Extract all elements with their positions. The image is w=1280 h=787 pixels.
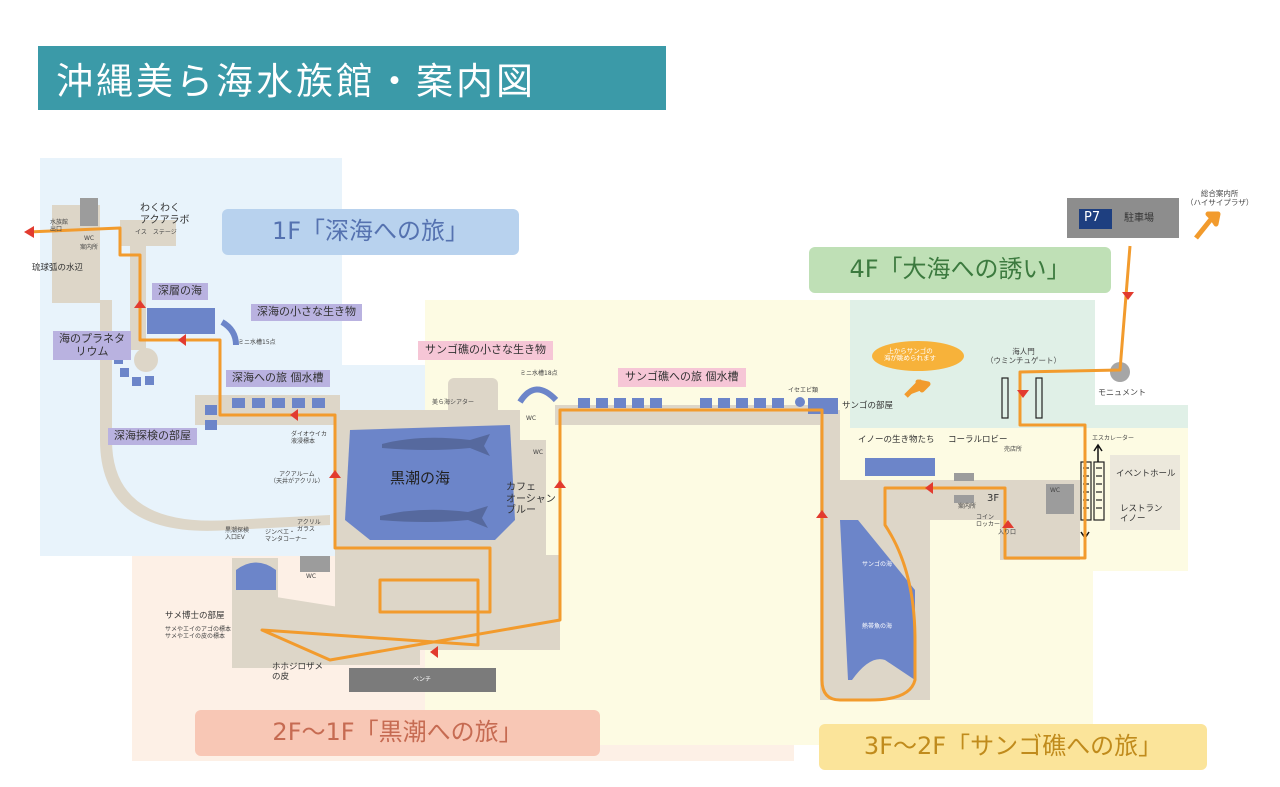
label-theater: 美ら海シアター — [432, 399, 475, 406]
label-event-hall: イベントホール — [1116, 469, 1176, 479]
walkway-theater — [448, 378, 498, 418]
floor-label-4f: 4F「大海への誘い」 — [809, 247, 1111, 293]
walkway-shark-room — [232, 590, 420, 665]
label-daio: ダイオウイカ 液浸標本 — [291, 431, 328, 445]
monument-marker — [1110, 362, 1130, 382]
callout-arrow — [904, 379, 931, 398]
label-tansa: 深海探検の部屋 — [108, 428, 197, 445]
label-hohojiro: ホホジロザメ の皮 — [272, 662, 324, 682]
mini-tank-arc-1f — [220, 319, 239, 346]
label-wakuwaku: わくわく アクアラボ — [140, 203, 190, 226]
label-sango-small: サンゴ礁の小さな生き物 — [418, 341, 553, 360]
label-sango-sea: サンゴの海 — [862, 561, 893, 568]
tour-route — [27, 226, 1132, 702]
parking-badge-bg — [1079, 209, 1112, 229]
label-wc-5: WC — [1050, 487, 1061, 494]
walkway-cafe — [512, 440, 546, 555]
label-umi-gate: 海人門 （ウミンチュゲート） — [986, 347, 1061, 365]
label-parking: 駐車場 — [1124, 213, 1154, 224]
small-tanks — [205, 397, 838, 430]
info-center-arrow — [1194, 211, 1221, 240]
label-nettai-sea: 熱帯魚の海 — [862, 623, 893, 630]
label-shinkai-tank: 深海への旅 個水槽 — [226, 370, 330, 387]
label-mini18: ミニ水槽18点 — [520, 370, 558, 377]
label-escalator: エスカレーター — [1092, 435, 1135, 442]
label-mini15: ミニ水槽15点 — [238, 339, 276, 346]
shinso-tank — [147, 308, 215, 334]
label-baiten: 売店所 — [1004, 446, 1023, 453]
label-wc-4: WC — [533, 449, 544, 456]
zone-4f-strip — [1095, 405, 1188, 428]
label-parking-badge: P7 — [1084, 210, 1101, 225]
label-isoebi: イセエビ類 — [788, 387, 819, 394]
label-floor3: 3F — [987, 493, 1000, 504]
label-bench: ベンチ — [413, 676, 432, 683]
label-same-sub: サメやエイのアゴの標本 サメやエイの皮の標本 — [165, 626, 232, 640]
mini-tank-arc-3f — [517, 386, 559, 404]
route-arrows — [24, 226, 1134, 658]
label-entrance: 入り口 — [998, 529, 1017, 536]
planetarium-dome — [134, 348, 158, 372]
walkway-upper — [130, 240, 146, 350]
label-restaurant: レストラン イノー — [1120, 504, 1163, 524]
walkway-wakuwaku — [120, 220, 176, 246]
label-info-desk: 案内所 — [958, 503, 977, 510]
label-callout: 上からサンゴの 海が眺められます — [884, 347, 936, 363]
label-ino: イノーの生き物たち — [858, 435, 935, 445]
label-cafe: カフェ オーシャン ブルー — [506, 482, 556, 516]
label-ikazu: イス ステージ — [135, 229, 177, 236]
escalator-arrow-up — [1093, 443, 1103, 462]
label-wc-1: WC — [84, 235, 95, 242]
label-shinso: 深層の海 — [152, 283, 208, 300]
label-jinbe: ジンベエ・ マンタコーナー — [265, 529, 308, 543]
label-coin-locker: コイン ロッカー — [976, 514, 1001, 528]
label-shinkai-small: 深海の小さな生き物 — [251, 304, 362, 321]
label-aquaroom: アクアルーム （天井がアクリル） — [270, 471, 324, 485]
label-info-center: 総合案内所 （ハイサイプラザ） — [1186, 189, 1254, 207]
floor-label-1f: 1F「深海への旅」 — [222, 209, 519, 255]
bench — [349, 668, 496, 692]
label-wc-2: WC — [306, 573, 317, 580]
floor-label-2f: 2F～1F「黒潮への旅」 — [195, 710, 600, 756]
ino-tank — [865, 458, 935, 476]
label-ryukyu: 琉球弧の水辺 — [32, 263, 84, 273]
floor-label-3f: 3F～2F「サンゴ礁への旅」 — [819, 724, 1207, 770]
label-coral-lobby: コーラルロビー — [948, 435, 1008, 445]
whale-shark-silhouette-1 — [382, 434, 490, 456]
label-monument: モニュメント — [1098, 388, 1146, 397]
walkway-event — [1110, 455, 1180, 530]
label-annai-1: 案内所 — [80, 244, 99, 251]
label-sango-tank: サンゴ礁への旅 個水槽 — [618, 368, 746, 387]
label-exit-top: 水族館 出口 — [50, 219, 69, 233]
callout-bubble — [872, 341, 964, 371]
label-kuroshio: 黒潮の海 — [390, 469, 451, 487]
label-same-hakase: サメ博士の部屋 — [165, 611, 225, 621]
label-kuroshio-ev: 黒潮探検 入口EV — [225, 527, 250, 541]
gate-bar-right — [1035, 377, 1043, 419]
map-title: 沖縄美ら海水族館・案内図 — [38, 46, 666, 110]
sango-sea-tank — [840, 520, 915, 680]
facility-blocks — [80, 198, 1074, 572]
whale-shark-silhouette-2 — [380, 506, 488, 528]
gate-bar-left — [1001, 377, 1009, 419]
label-wc-3: WC — [526, 415, 537, 422]
label-planetarium: 海のプラネタ リウム — [53, 331, 131, 361]
small-tank-1f — [236, 562, 276, 590]
label-sango-room: サンゴの部屋 — [842, 401, 894, 411]
label-acryl: アクリル ガラス — [297, 519, 321, 533]
